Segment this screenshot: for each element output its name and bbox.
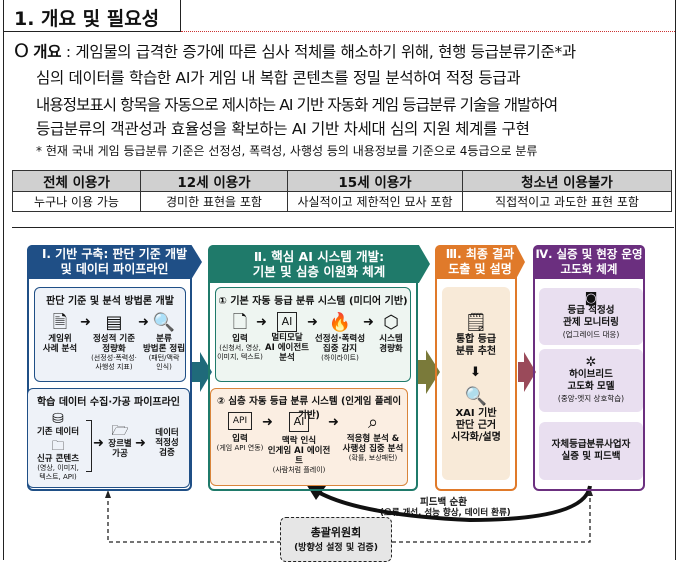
section-3-header: Ⅲ. 최종 결과 도출 및 설명 — [435, 245, 525, 279]
arrow-right-icon: ➜ — [307, 315, 318, 330]
box-icon: ⬡ — [383, 312, 399, 333]
bullet-circle: O — [14, 40, 29, 62]
s2-item-input: 🗋입력(신청서, 영상, 이미지, 텍스트) — [214, 312, 266, 362]
feedback-sub: (오류 개선, 성능 향상, 데이터 환류) — [380, 508, 511, 518]
dashed-loop-left — [107, 494, 280, 543]
section-4-header: Ⅳ. 실증 및 현장 운영 고도화 체계 — [533, 245, 645, 279]
section-title: 1. 개요 및 필요성 — [3, 0, 181, 32]
s3-item-xai: 🔍XAI 기반 판단 근거 시각화/설명 — [444, 386, 508, 444]
feedback-arrowhead — [306, 484, 326, 500]
overview-text: 게임물의 급격한 증가에 따른 심사 적체를 해소하기 위해, 현행 등급분류기… — [75, 43, 576, 61]
folder-gear-icon: 🗁 — [111, 423, 129, 439]
magnify-check-icon: 🔍 — [152, 312, 176, 333]
s1-item-validation: 데이터 적정성 검증 — [155, 428, 179, 458]
arrow-down-icon: ⬇ — [470, 365, 481, 380]
rating-table: 전체 이용가 12세 이용가 15세 이용가 청소년 이용불가 누구나 이용 가… — [12, 170, 672, 212]
s4-item-hybrid-model: ✲하이브리드 고도화 모델(중앙-엣지 상호학습) — [539, 349, 643, 412]
committee-box: 총괄위원회 (방향성 설정 및 검증) — [280, 517, 392, 562]
s1-item-methodology: 🔍분류 방법론 정립(패턴/맥락 인식) — [140, 312, 188, 372]
database-icon: ⛁ — [52, 411, 64, 427]
overview-label: 개요 — [33, 43, 62, 61]
arrow-right-icon: ➜ — [256, 315, 267, 330]
s3-inner-panel — [442, 287, 510, 480]
overview-line-3: 내용정보표시 항목을 자동으로 제시하는 AI 기반 자동화 게임 등급분류 기… — [36, 96, 558, 114]
s2-item-adaptive-analysis: ⌕적응형 분석 & 사행성 집중 분석(확률, 보상패턴) — [340, 412, 406, 463]
colon: : — [61, 43, 76, 61]
flame-icon: 🔥 — [328, 312, 352, 333]
form-add-icon: ▤ — [105, 312, 123, 333]
feedback-title: 피드백 순환 — [420, 497, 468, 508]
committee-title: 총괄위원회 — [310, 526, 362, 539]
s1-item-genre-process: 🗁장르별 가공 — [102, 423, 138, 459]
table-header-row: 전체 이용가 12세 이용가 15세 이용가 청소년 이용불가 — [12, 170, 672, 192]
s4-item-monitoring: ◙등급 적정성 관제 모니터링(업그레이드 대응) — [539, 288, 643, 345]
header-12: 12세 이용가 — [140, 170, 288, 192]
cell: 누구나 이용 가능 — [12, 191, 141, 212]
folder-add-icon: 🗀 — [51, 439, 65, 454]
s4-item-field-test: 자체등급분류사업자 실증 및 피드백 — [539, 422, 643, 480]
header-all: 전체 이용가 — [12, 170, 141, 192]
diagram-connectors — [105, 350, 593, 543]
s2-box-deep-system: ② 심층 자동 등급 분류 시스템 (인게임 플레이 기반) — [210, 388, 408, 486]
ai-chip-icon: AI — [277, 312, 297, 332]
s2-box1-title: ① 기본 자동 등급 분류 시스템 (미디어 기반) — [218, 296, 408, 307]
arrow-right-icon: ➜ — [135, 436, 146, 451]
arrow-s3-to-s4 — [518, 352, 536, 392]
dashed-loop-right — [392, 492, 591, 543]
s1-item-existing-data: ⛁기존 데이터 — [34, 411, 82, 437]
section-1-header: Ⅰ. 기반 구축: 판단 기준 개발 및 데이터 파이프라인 — [27, 245, 202, 279]
overview-line-1: O 개요 : 게임물의 급격한 증가에 따른 심사 적체를 해소하기 위해, 현… — [14, 40, 576, 62]
arrow-right-icon: ➜ — [328, 415, 339, 430]
committee-sub: (방향성 설정 및 검증) — [294, 543, 378, 553]
ai-chip-icon: AI — [289, 412, 309, 432]
header-15: 15세 이용가 — [287, 170, 463, 192]
xai-search-icon: 🔍 — [464, 386, 488, 407]
scan-search-icon: ⌕ — [367, 412, 379, 433]
document-search-icon: 🗎 — [52, 312, 68, 333]
s1-box2-title: 학습 데이터 수집·가공 파이프라인 — [36, 397, 181, 408]
document-icon: 🗋 — [232, 312, 248, 333]
s1-box-pipeline: 학습 데이터 수집·가공 파이프라인 — [27, 388, 190, 488]
arrow-right-icon: ➜ — [363, 315, 374, 330]
arrow-s2-to-s3 — [418, 350, 440, 394]
s1-item-new-content: 🗀신규 콘텐츠(영상, 이미지, 텍스트, API) — [32, 440, 84, 482]
network-icon: ✲ — [585, 354, 597, 370]
cell: 직접적이고 과도한 표현 포함 — [462, 191, 672, 212]
arrow-right-icon: ➜ — [262, 415, 273, 430]
s2-box-basic-system: ① 기본 자동 등급 분류 시스템 (미디어 기반) — [215, 287, 411, 382]
s2-item-detection: 🔥선정성·폭력성 집중 감지(하이라이트) — [312, 312, 368, 363]
report-check-icon: 🗒 — [464, 312, 488, 333]
table-row: 누구나 이용 가능 경미한 표현을 포함 사실적이고 제한적인 묘사 포함 직접… — [12, 191, 672, 212]
dotted-divider — [181, 31, 675, 32]
arrow-s1-to-s2 — [192, 352, 212, 392]
header-adult: 청소년 이용불가 — [462, 170, 672, 192]
arrow-right-icon: ➜ — [80, 315, 91, 330]
arrow-right-icon: ➜ — [138, 315, 149, 330]
feedback-curve-arrow — [317, 485, 592, 523]
s1-box-criteria: 판단 기준 및 분석 방법론 개발 — [34, 287, 186, 382]
footnote: * 현재 국내 게임 등급분류 기준은 선정성, 폭력성, 사행성 등의 내용정… — [36, 144, 538, 158]
monitor-chart-icon: ◙ — [584, 290, 598, 306]
bracket — [86, 420, 92, 472]
s1-item-quantify: ▤정성적 기준 정량화(선정성·폭력성· 사행성 지표) — [88, 312, 140, 372]
cell: 사실적이고 제한적인 묘사 포함 — [287, 191, 463, 212]
s1-box1-title: 판단 기준 및 분석 방법론 개발 — [46, 296, 174, 307]
diagram-top-border — [12, 227, 674, 228]
s1-item-case-analysis: 🗎게임위 사례 분석 — [36, 312, 84, 354]
api-gear-icon: API — [228, 412, 252, 430]
arrow-right-icon: ➜ — [93, 436, 104, 451]
page-border — [3, 0, 676, 560]
section-2-header: Ⅱ. 핵심 AI 시스템 개발: 기본 및 심층 이원화 체계 — [208, 245, 430, 283]
overview-line-4: 등급분류의 객관성과 효율성을 확보하는 AI 기반 차세대 심의 지원 체계를… — [36, 120, 530, 138]
s2-item-lightweight: ⬡시스템 경량화 — [372, 312, 410, 354]
s3-item-recommendation: 🗒통합 등급 분류 추천 — [444, 312, 508, 358]
cell: 경미한 표현을 포함 — [140, 191, 288, 212]
overview-line-2: 심의 데이터를 학습한 AI가 게임 내 복합 콘텐츠를 정밀 분석하여 적정 … — [36, 69, 521, 87]
